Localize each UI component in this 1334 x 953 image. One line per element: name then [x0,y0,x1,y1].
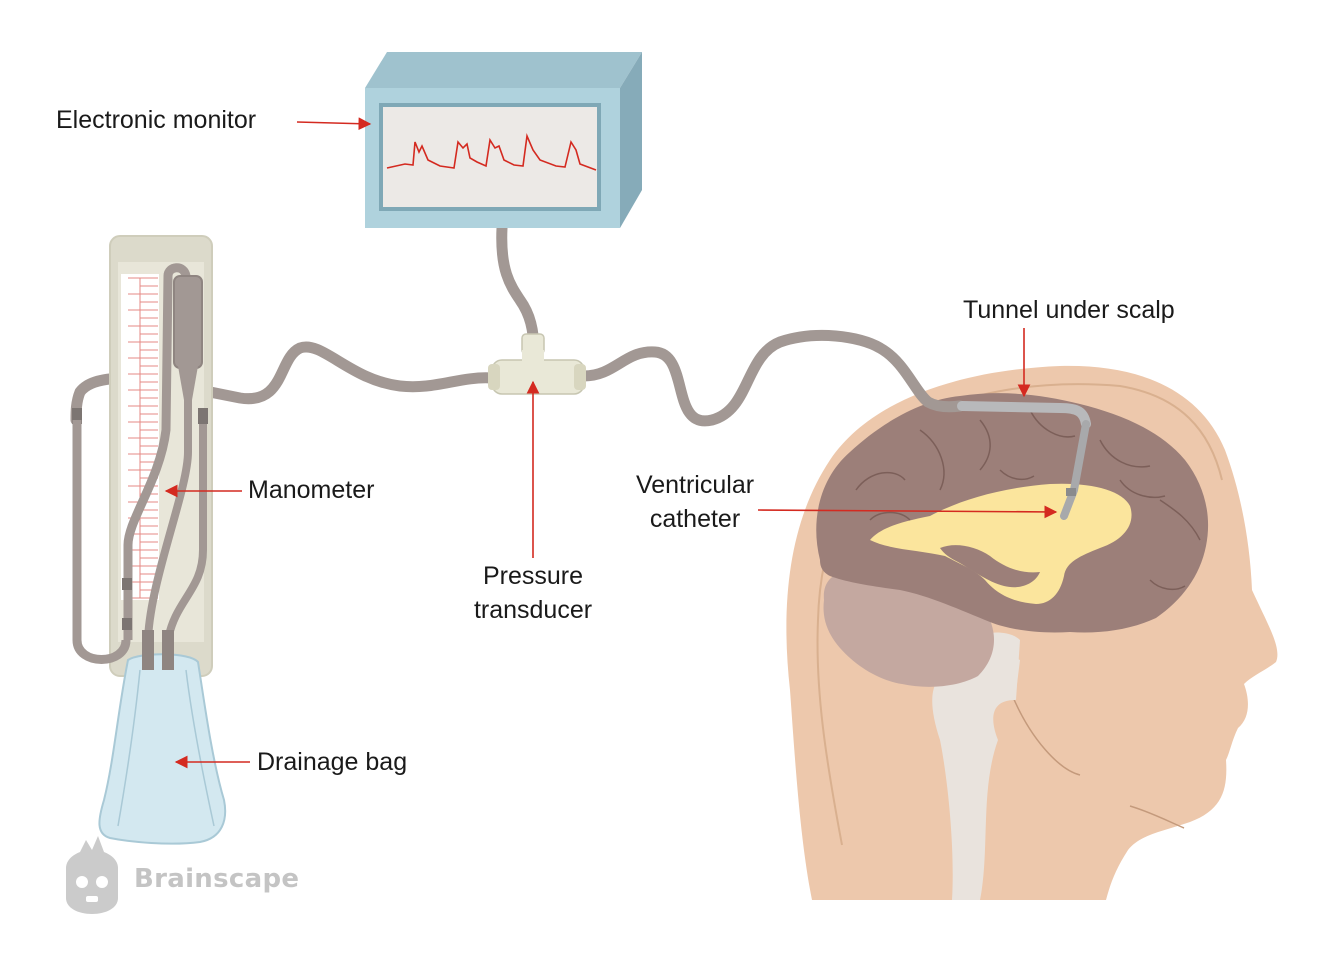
transducer-to-head-tube [578,329,966,427]
tubing [70,222,1091,520]
monitor-to-transducer-tube [496,222,540,358]
catheter-tip [1066,488,1076,496]
manometer [72,235,213,677]
brain-sulci [855,409,1201,591]
brainscape-logo-icon [66,836,118,914]
manometer-chamber-tip [178,366,198,400]
transducer-body [491,359,585,395]
connector [198,408,208,424]
ventricle-inner [940,545,1040,588]
label-pressure-transducer-line1: Pressure [482,562,584,590]
label-ventricular-catheter-line1: Ventricular [635,471,755,499]
connector [122,618,132,630]
transducer-end-right [574,364,586,390]
label-manometer: Manometer [248,476,375,504]
monitor-side [620,52,642,228]
transducer-end-left [488,364,500,390]
arrow-electronic-monitor [296,117,372,131]
manometer-drip-tube [144,400,192,641]
monitor-top [365,52,642,88]
pressure-transducer [488,333,586,395]
brainscape-wordmark: Brainscape [134,864,300,894]
label-tunnel-under-scalp: Tunnel under scalp [963,296,1175,324]
arrow-ventricular-catheter [757,505,1058,519]
manometer-loop-tube [72,420,131,664]
chin-line [1129,805,1185,829]
head-illustration [786,365,1278,900]
callout-arrows [164,117,1058,769]
manometer-chamber [173,275,203,369]
label-ventricular-catheter: Ventricular catheter [620,468,770,536]
bag-port [162,630,174,670]
connector [122,578,132,590]
label-electronic-monitor: Electronic monitor [56,106,257,134]
electronic-monitor [365,52,642,228]
label-pressure-transducer: Pressure transducer [452,559,614,627]
spine [932,656,1020,900]
manometer-vent-tube [164,412,207,641]
label-drainage-bag: Drainage bag [257,748,408,776]
label-ventricular-catheter-line2: catheter [649,505,741,533]
manometer-column [123,263,191,640]
drainage-bag-seam [117,669,215,827]
transducer-stem [522,350,544,364]
drainage-bag [98,630,227,845]
monitor-waveform [386,133,597,171]
bag-port [142,630,154,670]
label-pressure-transducer-line2: transducer [473,596,593,624]
drainage-bag-body [98,653,227,845]
monitor-screen [379,103,601,211]
connector [72,408,82,424]
transducer-to-manometer-tube [70,341,498,426]
jaw-line [1009,689,1081,776]
